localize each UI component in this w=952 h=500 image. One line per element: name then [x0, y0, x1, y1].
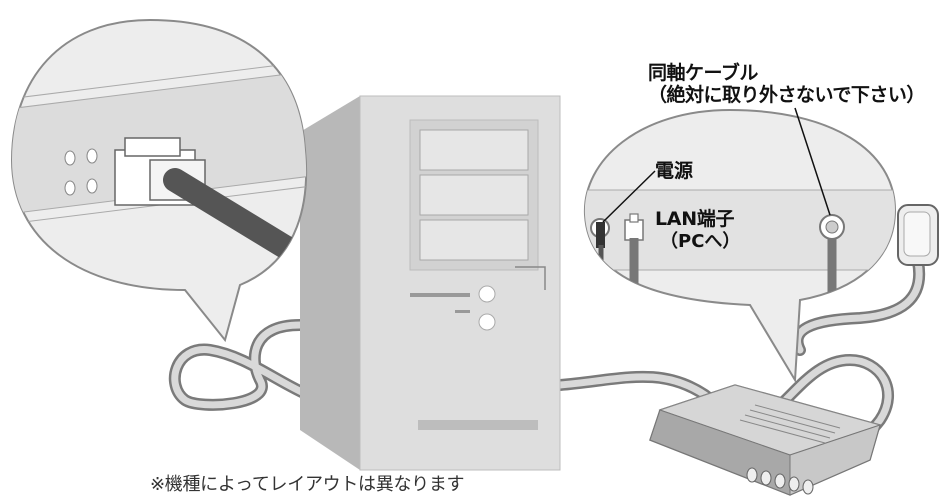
power-label: 電源	[655, 160, 694, 182]
pc-tower-icon	[300, 95, 561, 471]
power-leader-line	[602, 170, 656, 223]
modem-vent-lines	[739, 404, 841, 444]
power-button	[478, 285, 496, 303]
coax-connector-icon	[819, 214, 845, 240]
coax-leader-line	[794, 107, 831, 216]
modem-icon	[649, 384, 882, 496]
lan-cable-zoom	[163, 168, 302, 262]
reset-button	[478, 313, 496, 331]
coax-cable-warning: （絶対に取り外さないで下さい）	[648, 84, 925, 106]
coax-cable-label: 同軸ケーブル	[648, 62, 758, 84]
pc-port-zoom-bubble	[10, 18, 308, 343]
power-cable-core	[794, 258, 923, 354]
power-jack-icon	[590, 218, 610, 248]
lan-port-note: （PCへ）	[660, 231, 741, 252]
lan-cable-core	[171, 321, 354, 409]
led-dots	[64, 148, 98, 196]
layout-footnote: ※機種によってレイアウトは異なります	[150, 474, 465, 495]
lan-port-label: LAN端子	[655, 208, 735, 230]
ac-adapter-icon	[897, 204, 939, 266]
cables	[168, 256, 926, 461]
modem-led-buttons	[746, 467, 814, 495]
